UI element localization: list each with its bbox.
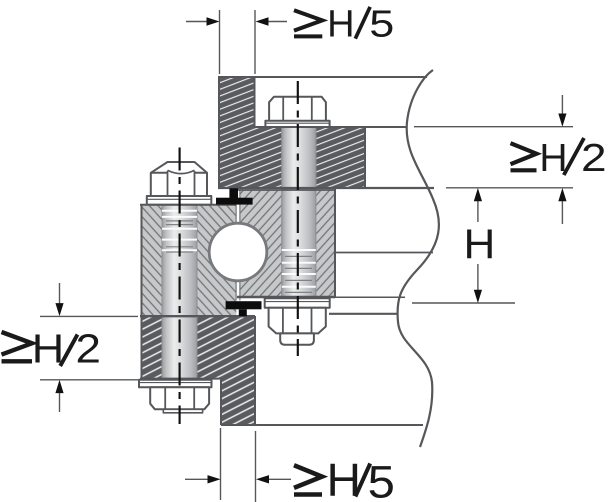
svg-text:2: 2 xyxy=(76,327,101,372)
svg-text:H: H xyxy=(327,4,354,46)
svg-text:5: 5 xyxy=(369,2,394,45)
svg-text:H: H xyxy=(539,137,567,180)
svg-text:H: H xyxy=(327,455,362,502)
svg-text:2: 2 xyxy=(581,136,607,180)
svg-text:H: H xyxy=(464,221,496,268)
svg-text:5: 5 xyxy=(368,456,395,502)
svg-text:H: H xyxy=(32,327,64,372)
